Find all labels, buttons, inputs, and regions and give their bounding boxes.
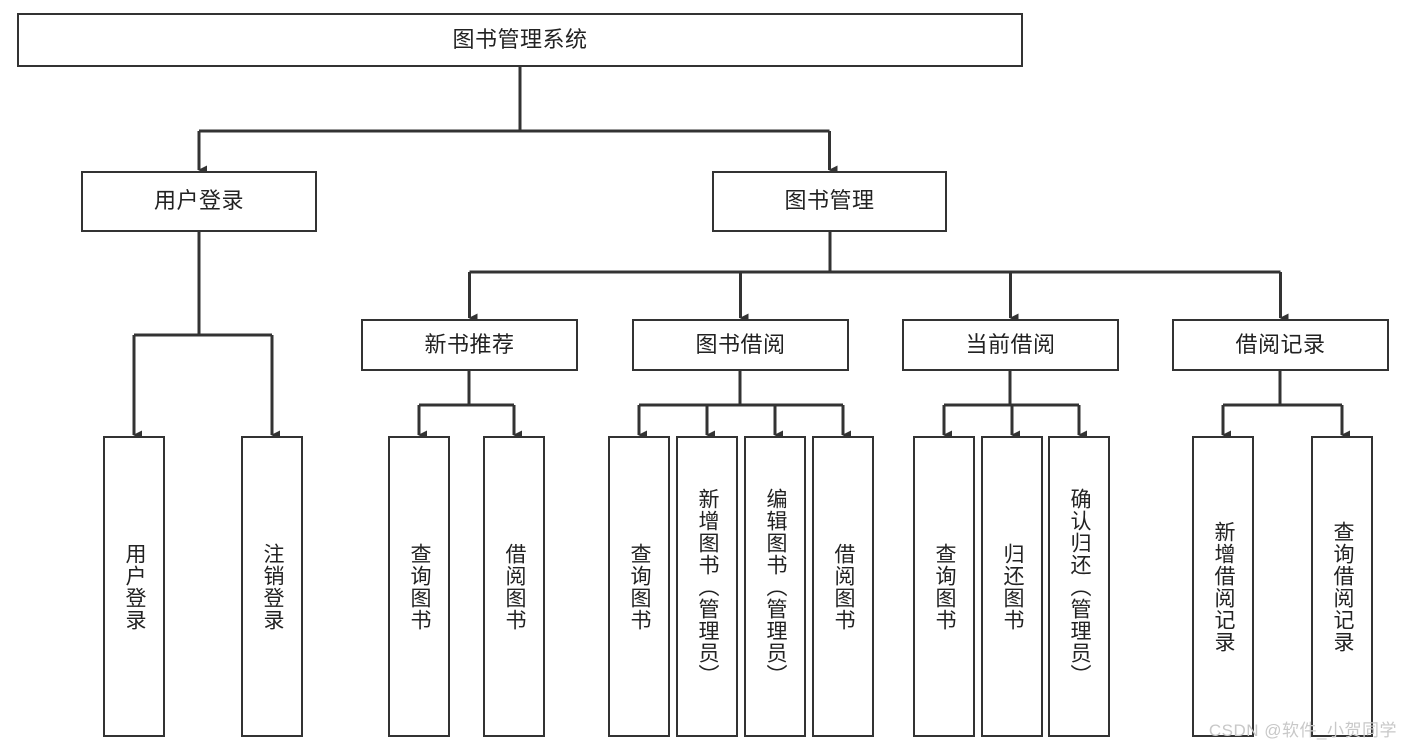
node-leaf-query-record[interactable]: 查询借阅记录 (1311, 436, 1373, 737)
watermark-label: CSDN @软件_小贺同学 (1208, 721, 1397, 740)
node-label: 图书管理 (784, 188, 875, 214)
node-leaf-user-logout[interactable]: 注销登录 (241, 436, 303, 737)
node-leaf-borrow-book-2[interactable]: 借阅图书 (812, 436, 874, 737)
node-label: 编辑图书（管理员） (764, 487, 788, 686)
node-label: 用户登录 (153, 188, 244, 214)
node-label: 查询图书 (933, 542, 957, 631)
node-label: 查询借阅记录 (1331, 520, 1355, 653)
edge-group (132, 67, 1350, 440)
node-leaf-query-book-2[interactable]: 查询图书 (608, 436, 670, 737)
node-leaf-query-book-1[interactable]: 查询图书 (388, 436, 450, 737)
node-leaf-add-record[interactable]: 新增借阅记录 (1192, 436, 1254, 737)
node-label: 确认归还（管理员） (1068, 487, 1092, 686)
node-root[interactable]: 图书管理系统 (17, 13, 1023, 67)
node-label: 归还图书 (1001, 542, 1025, 631)
node-label: 借阅图书 (503, 542, 527, 631)
node-book-borrow[interactable]: 图书借阅 (632, 319, 849, 371)
node-borrow-record[interactable]: 借阅记录 (1172, 319, 1389, 371)
node-leaf-return-book[interactable]: 归还图书 (981, 436, 1043, 737)
node-label: 图书借阅 (695, 331, 786, 357)
node-label: 新增借阅记录 (1212, 520, 1236, 653)
node-leaf-confirm-return[interactable]: 确认归还（管理员） (1048, 436, 1110, 737)
node-label: 当前借阅 (965, 331, 1056, 357)
node-label: 查询图书 (408, 542, 432, 631)
node-label: 借阅图书 (832, 542, 856, 631)
node-label: 新书推荐 (424, 331, 515, 357)
node-label: 查询图书 (628, 542, 652, 631)
node-label: 用户登录 (123, 542, 147, 631)
node-leaf-borrow-book-1[interactable]: 借阅图书 (483, 436, 545, 737)
node-label: 注销登录 (261, 542, 285, 631)
node-book-manage[interactable]: 图书管理 (712, 171, 947, 232)
node-leaf-add-book[interactable]: 新增图书（管理员） (676, 436, 738, 737)
node-current-borrow[interactable]: 当前借阅 (902, 319, 1119, 371)
node-new-book-rec[interactable]: 新书推荐 (361, 319, 578, 371)
node-label: 图书管理系统 (452, 26, 588, 52)
node-label: 新增图书（管理员） (696, 487, 720, 686)
node-label: 借阅记录 (1235, 331, 1326, 357)
node-leaf-query-book-3[interactable]: 查询图书 (913, 436, 975, 737)
node-leaf-edit-book[interactable]: 编辑图书（管理员） (744, 436, 806, 737)
node-user-login[interactable]: 用户登录 (81, 171, 317, 232)
node-leaf-user-login[interactable]: 用户登录 (103, 436, 165, 737)
